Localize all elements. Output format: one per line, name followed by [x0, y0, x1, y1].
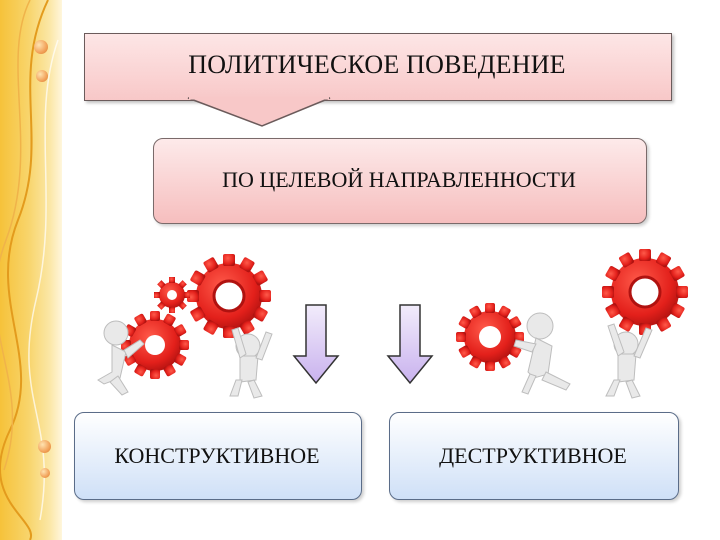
- decorative-side-strip: [0, 0, 62, 540]
- criterion-box: [153, 138, 647, 224]
- bead-ornament: [34, 40, 48, 54]
- constructive-box: [74, 412, 362, 500]
- bead-ornament: [38, 440, 51, 453]
- diagram-title: ПОЛИТИЧЕСКОЕ ПОВЕДЕНИЕ: [188, 50, 566, 79]
- figure-icon: [97, 320, 145, 396]
- down-arrow-icon: [386, 304, 434, 385]
- figure-icon: [605, 323, 653, 399]
- gear-icon: [121, 311, 189, 379]
- down-arrow-icon: [292, 304, 340, 385]
- gear-icon: [456, 303, 524, 371]
- constructive-label: КОНСТРУКТИВНОЕ: [114, 443, 320, 468]
- destructive-label: ДЕСТРУКТИВНОЕ: [439, 443, 627, 468]
- destructive-box: [389, 412, 679, 500]
- gear-icon: [154, 277, 190, 313]
- figure-icon: [513, 312, 571, 395]
- title-box: [84, 33, 672, 101]
- bead-ornament: [36, 70, 48, 82]
- gear-icon: [187, 254, 271, 338]
- gear-icon: [602, 249, 688, 335]
- bead-ornament: [40, 468, 50, 478]
- figure-icon: [229, 327, 273, 399]
- criterion-label: ПО ЦЕЛЕВОЙ НАПРАВЛЕННОСТИ: [222, 167, 576, 192]
